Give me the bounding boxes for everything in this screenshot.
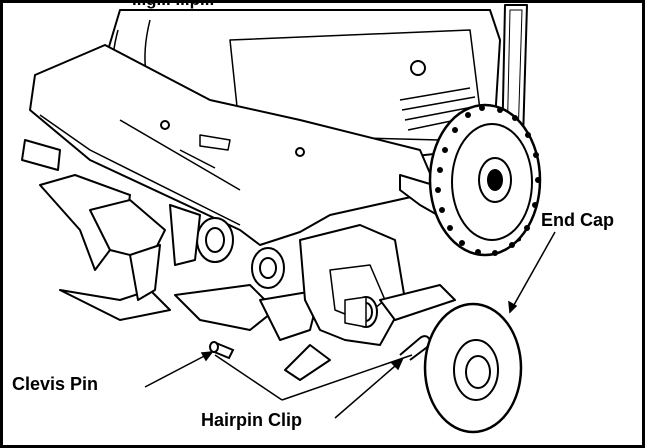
hairpin-clip-arrowhead: [390, 358, 404, 371]
hairpin-clip-label: Hairpin Clip: [201, 410, 303, 430]
end-cap-part: [423, 302, 523, 434]
end-cap-arrowhead: [508, 300, 518, 314]
clevis-pin-leader: [144, 351, 213, 388]
hairpin-clip-leader-right: [281, 354, 413, 401]
tire-tread: [435, 105, 541, 256]
clevis-pin-arrowhead: [200, 351, 214, 362]
hairpin-clip-leader-left: [214, 354, 283, 401]
end-cap-leader: [509, 231, 556, 313]
tiller-body: [21, 4, 542, 381]
callout-leaders: [144, 231, 556, 419]
clevis-pin-part: [209, 341, 235, 360]
end-cap-label: End Cap: [541, 210, 615, 230]
clevis-pin-label: Clevis Pin: [12, 374, 99, 394]
hairpin-clip-leader-lower: [334, 359, 403, 419]
top-caption-fragment: ...g... ...p...: [132, 0, 214, 8]
